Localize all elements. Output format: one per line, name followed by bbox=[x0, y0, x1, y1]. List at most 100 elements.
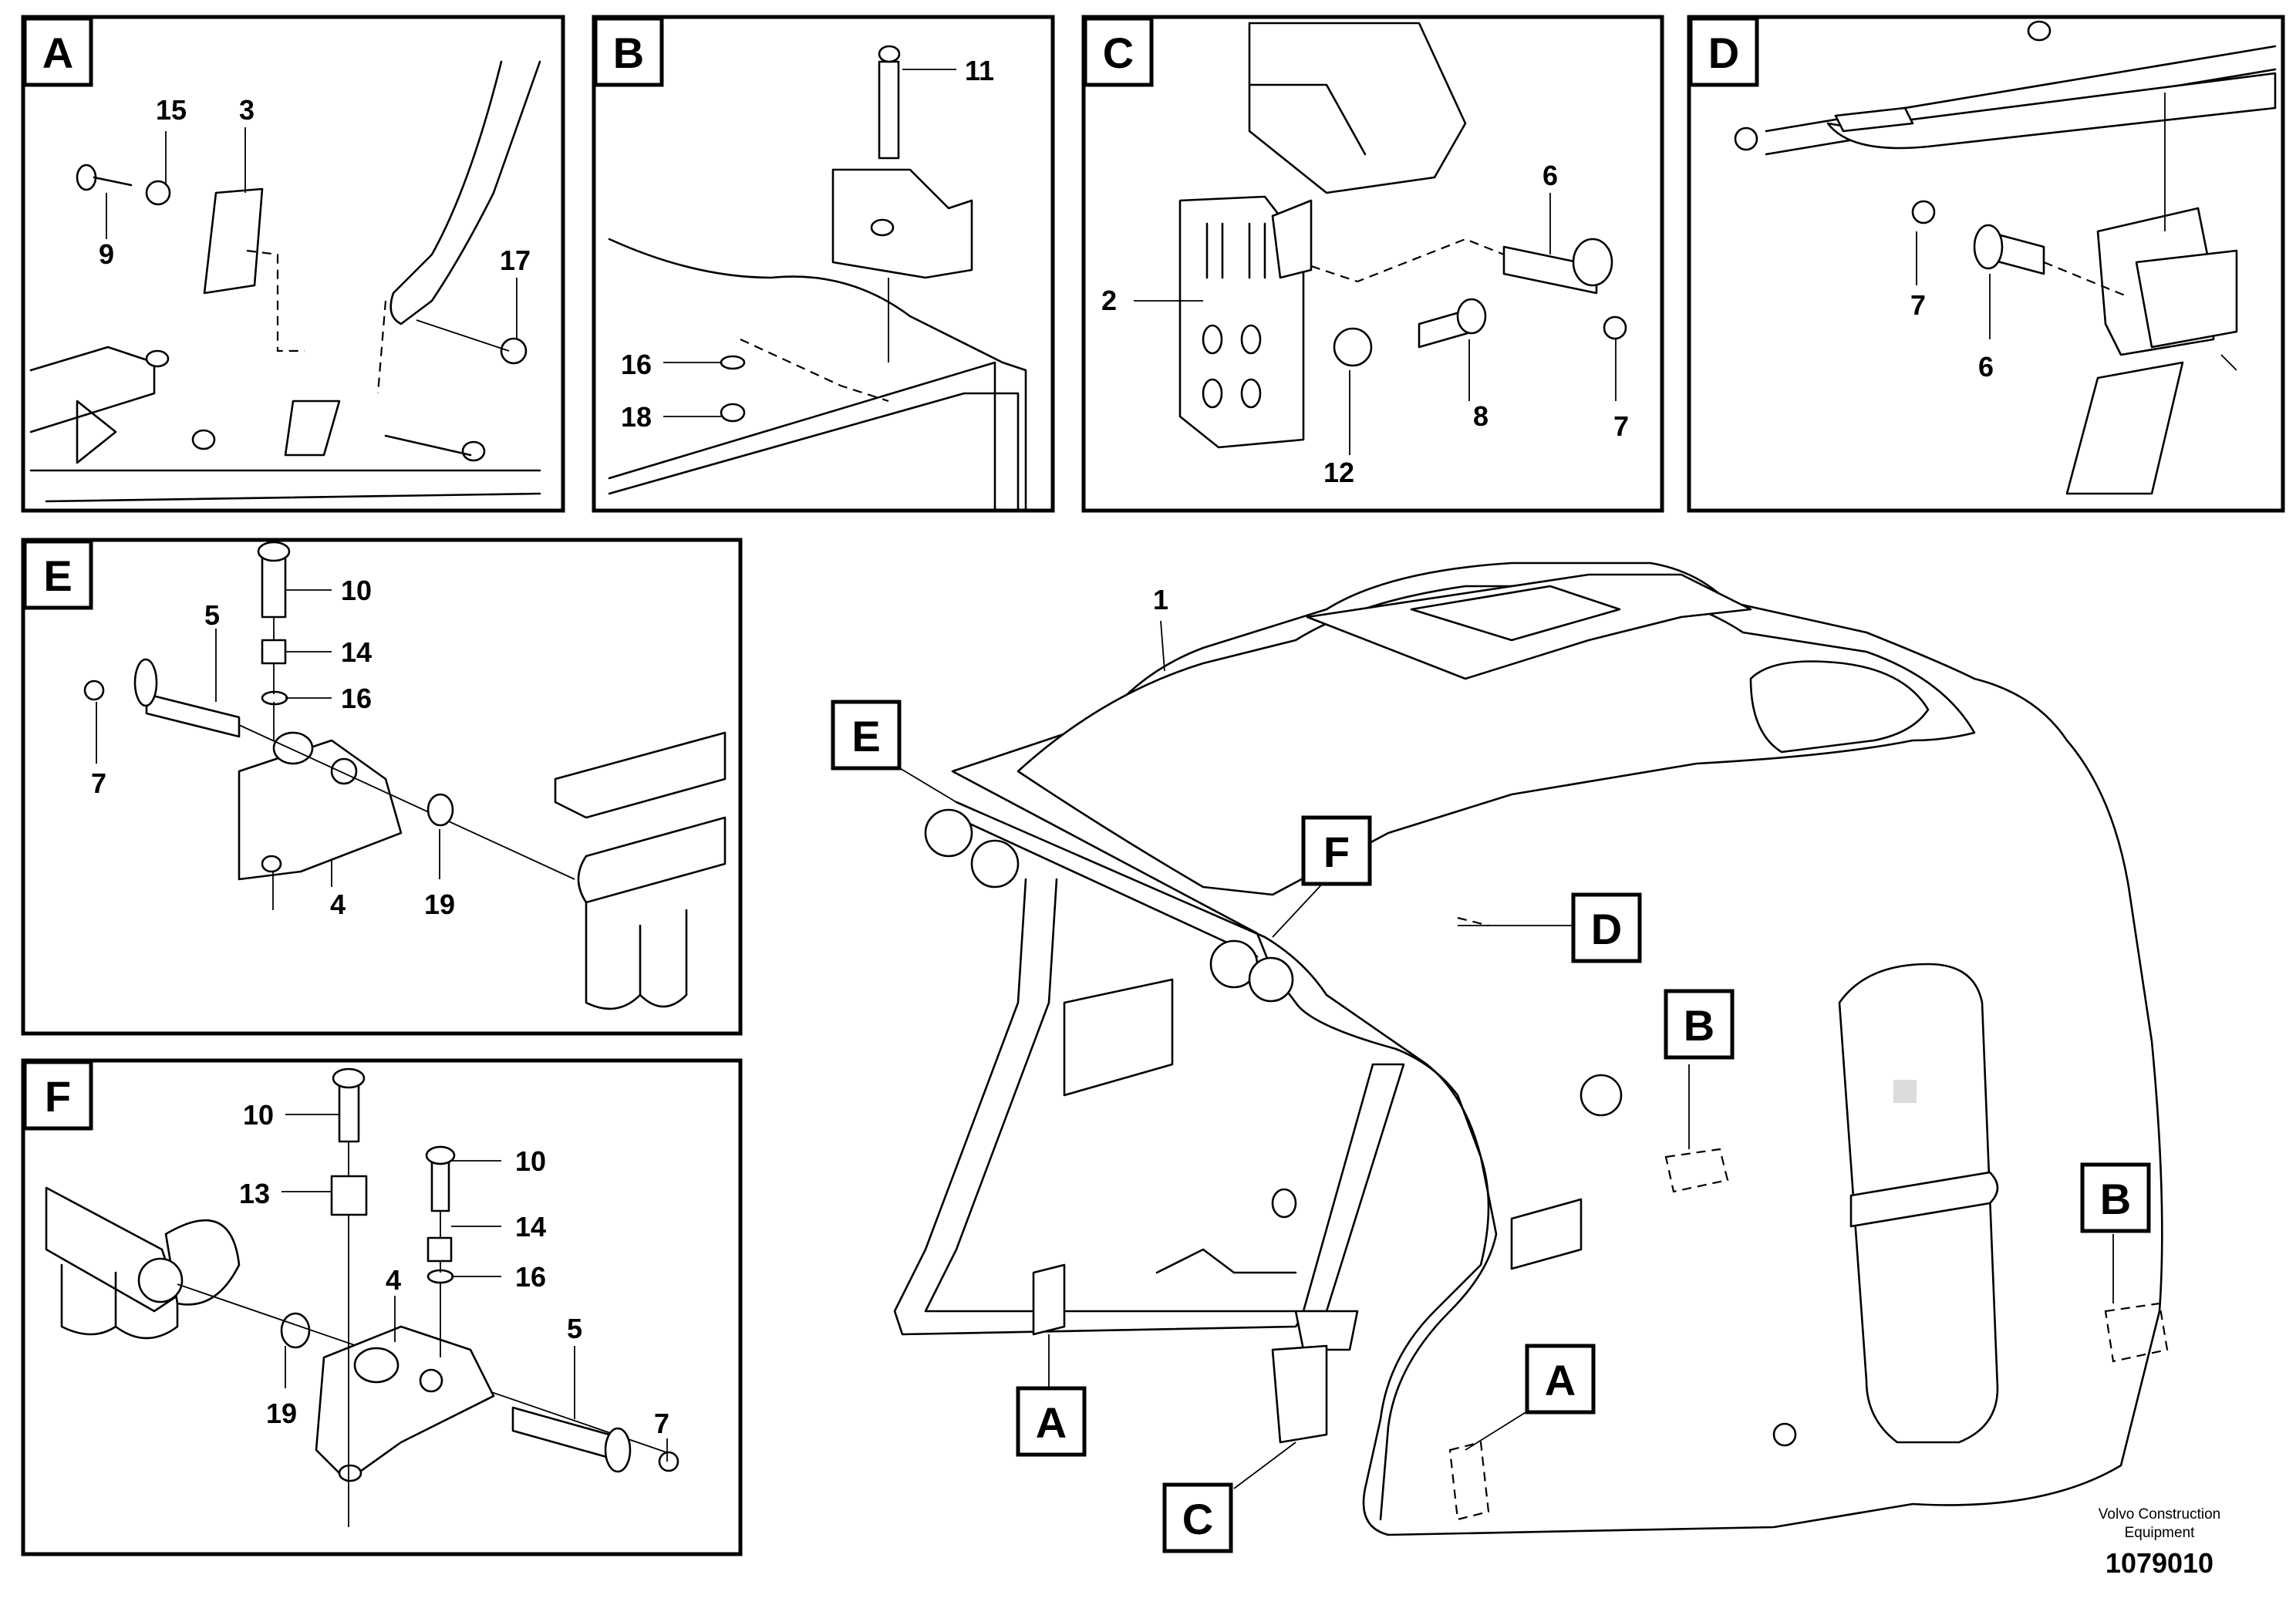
panel-f-frame bbox=[21, 1058, 743, 1556]
bracket-4-boss bbox=[272, 731, 314, 765]
panel-c-leaders bbox=[1134, 193, 1617, 455]
hinge-hooks-f bbox=[60, 1263, 179, 1340]
bolt-10-f-right-head bbox=[425, 1145, 456, 1165]
panel-b-leaders bbox=[663, 69, 956, 417]
callout-6-d: 6 bbox=[1978, 351, 1994, 383]
credit-line-1: Volvo Construction bbox=[2098, 1506, 2221, 1523]
callout-4-f: 4 bbox=[386, 1264, 401, 1296]
bracket-4-foot-hole bbox=[261, 855, 282, 873]
pin-6-head bbox=[1572, 238, 1613, 287]
hood-roof bbox=[1017, 585, 1976, 896]
panel-d: D 7 6 bbox=[1687, 15, 2285, 513]
gas-strut-housing bbox=[1248, 22, 1467, 194]
assembly-path-c bbox=[1310, 238, 1505, 283]
panel-f-leaders bbox=[282, 1114, 668, 1462]
roof-vent bbox=[1749, 660, 1930, 754]
nut-7 bbox=[1603, 315, 1627, 340]
roof-bolt bbox=[1734, 126, 1758, 151]
panel-f-label: F bbox=[45, 1072, 71, 1121]
panel-c-label: C bbox=[1103, 29, 1134, 77]
main-label-b2: B bbox=[2100, 1175, 2131, 1223]
callout-7-d: 7 bbox=[1910, 289, 1926, 321]
washer-16-e bbox=[261, 690, 288, 706]
frame-cross-member bbox=[1155, 1248, 1297, 1274]
plate-holes bbox=[1202, 324, 1262, 409]
bracket-4-f-boss bbox=[353, 1347, 400, 1384]
roof-hatch-window bbox=[1410, 585, 1621, 642]
gas-strut-end bbox=[1294, 1310, 1359, 1351]
callout-10-f-right: 10 bbox=[515, 1145, 546, 1177]
panel-e-label-box bbox=[22, 539, 93, 610]
spacer-14-e bbox=[261, 639, 287, 665]
assembly-path-a bbox=[246, 249, 387, 394]
main-label-f-box bbox=[1301, 815, 1372, 886]
callout-10-e: 10 bbox=[341, 575, 372, 606]
frame-block-a bbox=[1032, 1263, 1066, 1336]
bushing-19 bbox=[426, 793, 454, 827]
plate-slots bbox=[1205, 222, 1266, 279]
callout-14-f: 14 bbox=[515, 1211, 546, 1243]
pivot-bracket bbox=[1271, 199, 1313, 279]
callout-13: 13 bbox=[239, 1178, 270, 1209]
main-label-b1: B bbox=[1684, 1001, 1714, 1050]
bolt-10-f-left-head bbox=[332, 1067, 366, 1089]
callout-1: 1 bbox=[1153, 584, 1168, 615]
side-grille bbox=[1510, 1198, 1583, 1270]
strut-mounting-plate bbox=[1271, 1344, 1328, 1444]
panel-b-frame-edges bbox=[608, 361, 1020, 511]
main-label-d-box bbox=[1571, 892, 1642, 963]
nut-7-e bbox=[83, 679, 105, 701]
bolt-10-f-right bbox=[430, 1159, 450, 1212]
floor-rail bbox=[29, 469, 541, 503]
main-label-b1-box bbox=[1664, 989, 1735, 1060]
main-label-c-box bbox=[1162, 1482, 1233, 1553]
callout-16-f: 16 bbox=[515, 1261, 546, 1293]
panel-a: A 15 3 9 17 bbox=[21, 15, 565, 513]
shaft-5-head bbox=[133, 658, 158, 707]
callout-7-f: 7 bbox=[654, 1408, 669, 1439]
callout-18: 18 bbox=[621, 401, 652, 433]
hidden-part-b1 bbox=[1664, 1148, 1729, 1193]
frame-plate-e bbox=[554, 731, 727, 819]
panel-a-label-box bbox=[22, 16, 93, 87]
bolt-10-e-head bbox=[257, 541, 291, 562]
callout-8: 8 bbox=[1473, 400, 1489, 432]
nut-7-f bbox=[658, 1451, 679, 1472]
callout-7: 7 bbox=[1613, 410, 1629, 442]
callout-5-f: 5 bbox=[567, 1313, 582, 1344]
washer-15 bbox=[145, 180, 171, 206]
sliding-block bbox=[284, 400, 341, 457]
door-handle bbox=[1849, 1171, 1999, 1228]
main-label-a2: A bbox=[1545, 1356, 1576, 1404]
hinge-bracket-4 bbox=[238, 739, 403, 881]
panel-e-label: E bbox=[43, 551, 72, 600]
main-label-e: E bbox=[851, 712, 880, 760]
panel-b-frame bbox=[592, 15, 1055, 513]
bracket-left bbox=[76, 400, 117, 464]
hook-plate-f bbox=[164, 1219, 241, 1306]
bushing-12 bbox=[1333, 327, 1373, 367]
hood-assembly: 1 E F D B B A A C bbox=[831, 561, 2169, 1553]
callout-16: 16 bbox=[621, 349, 652, 380]
roof-plate bbox=[1834, 106, 1914, 133]
hinge-left-1 bbox=[924, 808, 973, 858]
bolt-9-shank bbox=[93, 176, 133, 187]
bracket-4-hole bbox=[330, 757, 358, 785]
drawing-number: 1079010 bbox=[2105, 1547, 2214, 1579]
callout-3: 3 bbox=[239, 94, 255, 126]
bracket-d-front bbox=[2135, 249, 2238, 349]
nut-7-d bbox=[1911, 200, 1936, 224]
shaft-axis-e bbox=[238, 724, 575, 880]
callout-6: 6 bbox=[1542, 160, 1558, 191]
main-label-a1-box bbox=[1016, 1386, 1087, 1457]
gas-strut-d bbox=[2065, 361, 2184, 495]
callout-9: 9 bbox=[99, 238, 114, 270]
block-3 bbox=[203, 187, 264, 295]
side-cap bbox=[1580, 1074, 1623, 1117]
bracket-4-f-foot-hole bbox=[338, 1464, 362, 1482]
main-label-e-box bbox=[831, 700, 902, 771]
callout-4-e: 4 bbox=[330, 889, 346, 920]
bracket-hole bbox=[870, 218, 895, 237]
pin bbox=[384, 434, 472, 457]
